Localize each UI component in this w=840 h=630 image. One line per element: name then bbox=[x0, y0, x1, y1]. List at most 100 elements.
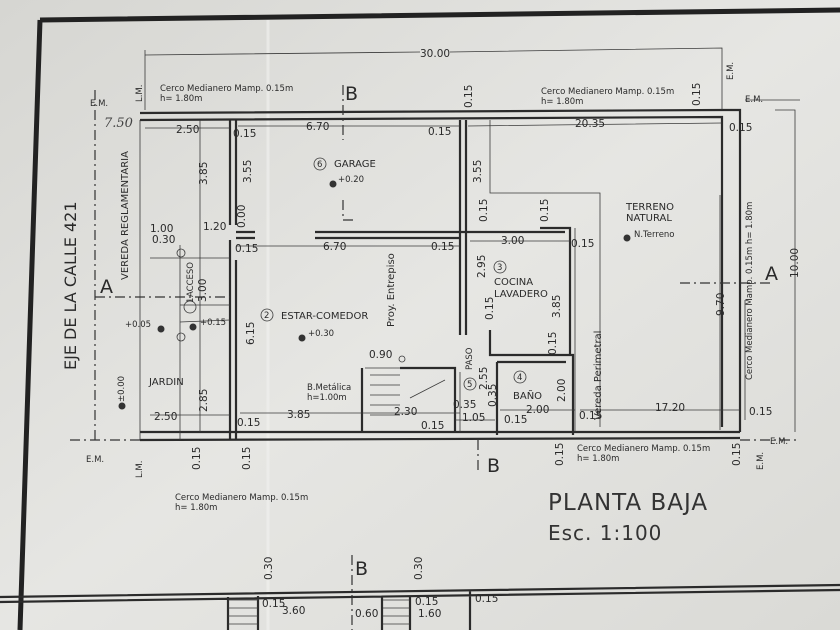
level-value: +0.20 bbox=[338, 175, 364, 185]
dimension: 0.15 bbox=[484, 297, 496, 320]
section-lines bbox=[70, 85, 800, 630]
room-name-estar-comedor: ESTAR-COMEDOR bbox=[281, 311, 368, 322]
railing-label: B.Metálica bbox=[307, 383, 351, 393]
em-marker: E.M. bbox=[90, 99, 108, 109]
room-number-circle bbox=[183, 300, 197, 314]
dimension: 10.00 bbox=[789, 248, 801, 278]
level-value: N.Terreno bbox=[634, 230, 675, 240]
dimension: 2.50 bbox=[154, 411, 177, 423]
dimension: 0.15 bbox=[428, 126, 451, 138]
room-name-lavadero: LAVADERO bbox=[494, 289, 548, 300]
dimension: 0.60 bbox=[355, 608, 378, 620]
dimension: 0.15 bbox=[421, 420, 444, 432]
dimension: 0.15 bbox=[237, 417, 260, 429]
level-value: +0.05 bbox=[125, 320, 151, 330]
column-icon bbox=[176, 248, 186, 258]
dimension: 0.15 bbox=[729, 122, 752, 134]
dim-total: 30.00 bbox=[420, 48, 450, 60]
dimension: 3.85 bbox=[287, 409, 310, 421]
room-name-garage: GARAGE bbox=[334, 159, 376, 170]
entrepiso-label: Proy. Entrepiso bbox=[386, 253, 397, 327]
dimension: 0.15 bbox=[233, 128, 256, 140]
dimension: 3.60 bbox=[282, 605, 305, 617]
area-name-terreno: TERRENO bbox=[625, 202, 674, 213]
room-number: 3 bbox=[497, 263, 502, 273]
em-marker: E.M. bbox=[726, 62, 736, 80]
thin-lines bbox=[139, 47, 800, 440]
sheet-border bbox=[17, 7, 840, 630]
level-marker-icon bbox=[157, 325, 165, 333]
handwritten-note: 7.50 bbox=[104, 116, 133, 131]
section-b-bottom: B bbox=[487, 455, 500, 477]
dimension: 0.30 bbox=[152, 234, 175, 246]
dimension: 9.70 bbox=[715, 293, 727, 316]
dimension: 2.95 bbox=[476, 255, 488, 278]
room-number: 1 bbox=[186, 298, 196, 303]
area-name-natural: NATURAL bbox=[626, 213, 672, 224]
dimension: 0.15 bbox=[554, 443, 566, 466]
dimension: 0.15 bbox=[749, 406, 772, 418]
dimension: 3.00 bbox=[501, 235, 524, 247]
dimension: 17.20 bbox=[655, 402, 685, 414]
room-number-circle bbox=[463, 377, 477, 391]
room-number: 6 bbox=[317, 160, 322, 170]
level-value: +0.30 bbox=[308, 329, 334, 339]
dimension: 0.15 bbox=[571, 238, 594, 250]
dimension: 0.15 bbox=[463, 85, 475, 108]
dimension: 2.00 bbox=[526, 404, 549, 416]
dimension: 1.00 bbox=[150, 223, 173, 235]
room-name-cocina: COCINA bbox=[494, 277, 533, 288]
column-icon bbox=[398, 355, 406, 363]
dimension: 1.60 bbox=[418, 608, 441, 620]
room-number: 2 bbox=[264, 311, 269, 321]
level-marker-icon bbox=[118, 402, 126, 410]
dimension: 6.15 bbox=[245, 322, 257, 345]
dimension: 0.90 bbox=[369, 349, 392, 361]
fence-note: h= 1.80m bbox=[175, 503, 217, 513]
level-markers bbox=[118, 157, 631, 410]
dimension: 0.15 bbox=[241, 447, 253, 470]
dimension: 0.15 bbox=[235, 243, 258, 255]
plan-title: PLANTA BAJA bbox=[548, 490, 708, 516]
railing-label: h=1.00m bbox=[307, 393, 347, 403]
dimension: 2.00 bbox=[556, 379, 568, 402]
level-marker-icon bbox=[329, 180, 337, 188]
dimension: 6.70 bbox=[323, 241, 346, 253]
room-name-acceso: ACCESO bbox=[186, 262, 196, 297]
dimension: 0.30 bbox=[413, 557, 425, 580]
dimension: 0.15 bbox=[539, 199, 551, 222]
fence-note: Cerco Medianero Mamp. 0.15m h= 1.80m bbox=[745, 202, 755, 380]
level-marker-icon bbox=[189, 323, 197, 331]
room-number: 4 bbox=[517, 373, 522, 383]
room-number-circle bbox=[493, 260, 507, 274]
dimension: 0.15 bbox=[731, 443, 743, 466]
dimension: 3.55 bbox=[472, 160, 484, 183]
dimension: 0.15 bbox=[415, 596, 438, 608]
level-value: ±0.00 bbox=[117, 376, 127, 402]
lm-marker: L.M. bbox=[135, 461, 145, 478]
dimension: 0.15 bbox=[191, 447, 203, 470]
room-number-circle bbox=[313, 157, 327, 171]
dimension: 2.55 bbox=[478, 367, 490, 390]
dimension: 1.20 bbox=[203, 221, 226, 233]
dimension: 20.35 bbox=[575, 118, 605, 130]
dimension: 0.00 bbox=[236, 205, 248, 228]
section-b-lower: B bbox=[355, 558, 368, 580]
fence-note: h= 1.80m bbox=[160, 94, 202, 104]
dimension: 3.55 bbox=[242, 160, 254, 183]
section-b-top: B bbox=[345, 83, 358, 105]
level-marker-icon bbox=[623, 234, 631, 242]
fence-note: h= 1.80m bbox=[541, 97, 583, 107]
dimension: 0.15 bbox=[504, 414, 527, 426]
dimension: 0.15 bbox=[475, 593, 498, 605]
dimension: 3.00 bbox=[197, 279, 209, 302]
fence-note: Cerco Medianero Mamp. 0.15m bbox=[577, 444, 710, 454]
lower-plan bbox=[0, 583, 840, 630]
dimension: 6.70 bbox=[306, 121, 329, 133]
dimension: 0.15 bbox=[478, 199, 490, 222]
dimension: 0.15 bbox=[691, 83, 703, 106]
room-name-paso: PASO bbox=[465, 347, 475, 370]
dimension: 1.05 bbox=[462, 412, 485, 424]
